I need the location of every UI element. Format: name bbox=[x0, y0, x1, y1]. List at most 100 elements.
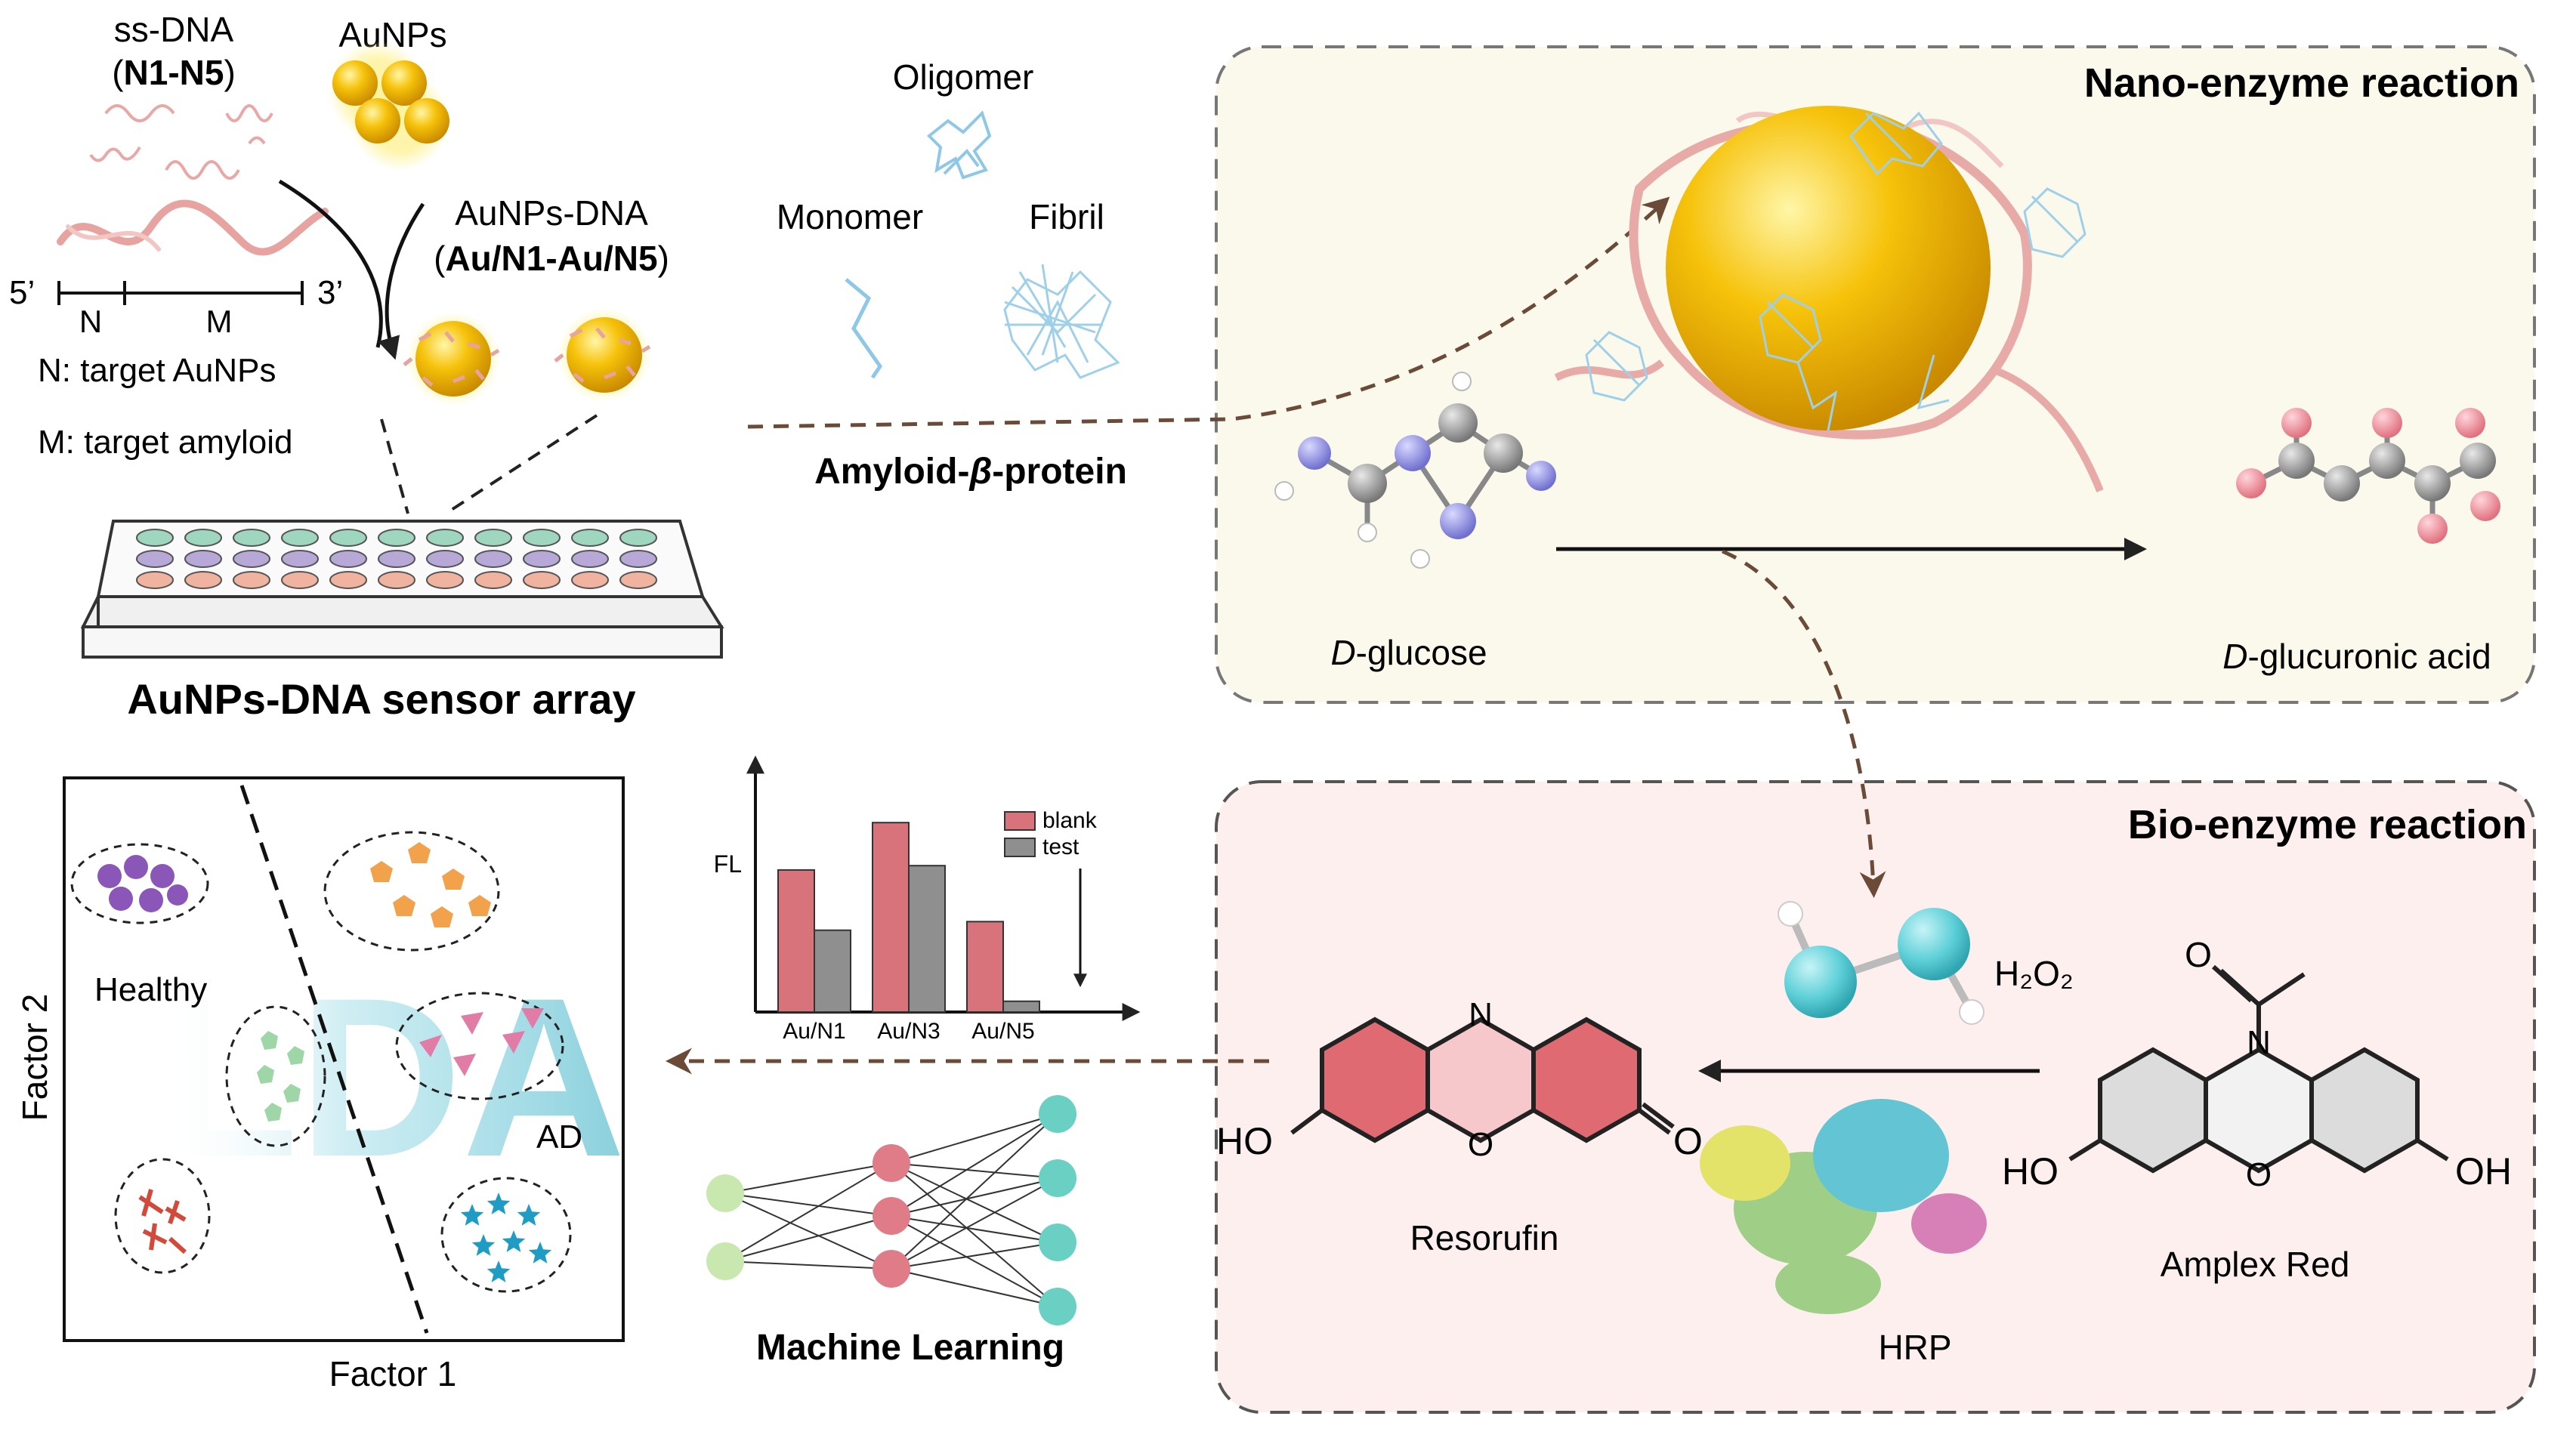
amplex-n-label: N bbox=[2247, 1024, 2271, 1061]
cluster-blue bbox=[440, 1177, 572, 1293]
sensor-well bbox=[426, 550, 464, 568]
sensor-well bbox=[523, 529, 561, 547]
cluster-green bbox=[225, 1005, 326, 1147]
sensor-well bbox=[233, 550, 270, 568]
nano-enzyme-title: Nano-enzyme reaction bbox=[2084, 60, 2519, 106]
svg-text:5’: 5’ bbox=[9, 274, 35, 311]
legend-label-test: test bbox=[1042, 835, 1080, 859]
sensor-well bbox=[136, 550, 174, 568]
resorufin-label: Resorufin bbox=[1410, 1218, 1559, 1257]
network-node bbox=[1039, 1223, 1076, 1261]
aunps-dna-label: AuNPs-DNA bbox=[455, 193, 648, 233]
network-edge bbox=[724, 1193, 892, 1270]
network-edge bbox=[891, 1215, 1058, 1307]
network-edge bbox=[891, 1177, 1058, 1217]
sensor-well bbox=[329, 571, 367, 589]
aunps-dna-range-label: (Au/N1-Au/N5) bbox=[434, 239, 669, 278]
network-node bbox=[873, 1250, 910, 1288]
hrp-enzyme-icon bbox=[1700, 1099, 1987, 1314]
star-marker bbox=[502, 1230, 526, 1252]
network-node bbox=[1039, 1288, 1076, 1325]
network-edge bbox=[891, 1162, 1058, 1307]
monomer-icon bbox=[845, 278, 883, 379]
fibril-label: Fibril bbox=[1029, 197, 1104, 236]
ad-label: AD bbox=[536, 1119, 582, 1156]
zoom-line-right bbox=[444, 414, 598, 515]
bar-blank-Au-N1 bbox=[777, 869, 815, 1014]
legend-swatch-blank bbox=[1004, 811, 1036, 831]
x-tick-label: Au/N1 bbox=[783, 1019, 845, 1044]
amplex-o-carbonyl: O bbox=[2185, 935, 2212, 974]
healthy-label: Healthy bbox=[94, 971, 207, 1008]
resorufin-o-label: O bbox=[1673, 1120, 1703, 1162]
amplex-ho-label: HO bbox=[2002, 1150, 2059, 1193]
sensor-well bbox=[233, 529, 270, 547]
cluster-purple bbox=[70, 843, 209, 924]
amplex-o-ring: O bbox=[2246, 1156, 2272, 1193]
ssdna-strands-icon bbox=[89, 104, 273, 180]
amyloid-title: Amyloid-β-protein bbox=[814, 452, 1127, 492]
sensor-well bbox=[184, 550, 222, 568]
sensor-array-plate bbox=[80, 520, 724, 659]
amyloid-to-nano-arrow bbox=[747, 196, 1670, 429]
network-edge bbox=[724, 1215, 892, 1262]
bio-enzyme-panel bbox=[1215, 780, 2536, 1414]
oligomer-icon bbox=[927, 110, 992, 180]
aunp-complex-icon bbox=[1554, 106, 2104, 492]
n-description: N: target AuNPs bbox=[38, 352, 276, 389]
sensor-well bbox=[233, 571, 270, 589]
h2o2-label: H₂O₂ bbox=[1994, 954, 2074, 993]
sensor-well bbox=[474, 529, 512, 547]
sensor-well bbox=[136, 529, 174, 547]
star-marker bbox=[471, 1234, 496, 1256]
cluster-pink bbox=[395, 992, 564, 1100]
sensor-well bbox=[184, 571, 222, 589]
oligomer-label: Oligomer bbox=[893, 57, 1034, 97]
network-edge bbox=[724, 1193, 892, 1217]
zoom-line-left bbox=[380, 418, 409, 514]
lda-watermark: LDA bbox=[160, 950, 626, 1204]
star-marker bbox=[486, 1260, 511, 1282]
bio-enzyme-title: Bio-enzyme reaction bbox=[2128, 802, 2527, 847]
neural-network-icon bbox=[706, 1095, 1076, 1325]
network-edge bbox=[724, 1162, 892, 1262]
hrp-label: HRP bbox=[1878, 1328, 1951, 1367]
legend-swatch-test bbox=[1004, 838, 1036, 857]
network-edge bbox=[891, 1113, 1058, 1270]
x-tick-label: Au/N3 bbox=[877, 1019, 940, 1044]
cluster-orange bbox=[323, 831, 500, 952]
network-edge bbox=[891, 1215, 1058, 1243]
sensor-well bbox=[523, 571, 561, 589]
amplex-oh-label: OH bbox=[2455, 1150, 2512, 1193]
svg-text:3’: 3’ bbox=[317, 274, 343, 311]
sensor-well bbox=[281, 571, 319, 589]
sensor-well bbox=[523, 550, 561, 568]
star-marker bbox=[528, 1242, 552, 1264]
sensor-well bbox=[619, 529, 657, 547]
factor-2-label: Factor 2 bbox=[15, 994, 54, 1122]
network-edge bbox=[891, 1113, 1058, 1217]
network-node bbox=[706, 1242, 744, 1280]
bar-blank-Au-N5 bbox=[966, 921, 1004, 1014]
network-node bbox=[873, 1144, 910, 1182]
network-edge bbox=[724, 1260, 892, 1270]
network-edge bbox=[891, 1162, 1058, 1179]
bar-blank-Au-N3 bbox=[872, 822, 910, 1013]
conjugation-arrow bbox=[278, 179, 383, 348]
conjugation-arrow-2 bbox=[378, 202, 425, 360]
sensor-array-title: AuNPs-DNA sensor array bbox=[127, 675, 635, 723]
dna-ribbon-icon bbox=[57, 199, 329, 256]
sensor-well bbox=[474, 550, 512, 568]
sensor-well bbox=[378, 571, 415, 589]
cluster-red bbox=[114, 1158, 211, 1274]
bar-test-Au-N1 bbox=[814, 929, 851, 1013]
d-glucuronic-acid-molecule-icon bbox=[2236, 408, 2500, 544]
amplex-red-structure-icon bbox=[2068, 964, 2449, 1174]
d-glucose-label: D-glucose bbox=[1330, 633, 1487, 672]
ssdna-label: ss-DNA bbox=[114, 10, 234, 49]
ssdna-range-label: (N1-N5) bbox=[112, 53, 236, 92]
bar-test-Au-N3 bbox=[908, 865, 946, 1013]
